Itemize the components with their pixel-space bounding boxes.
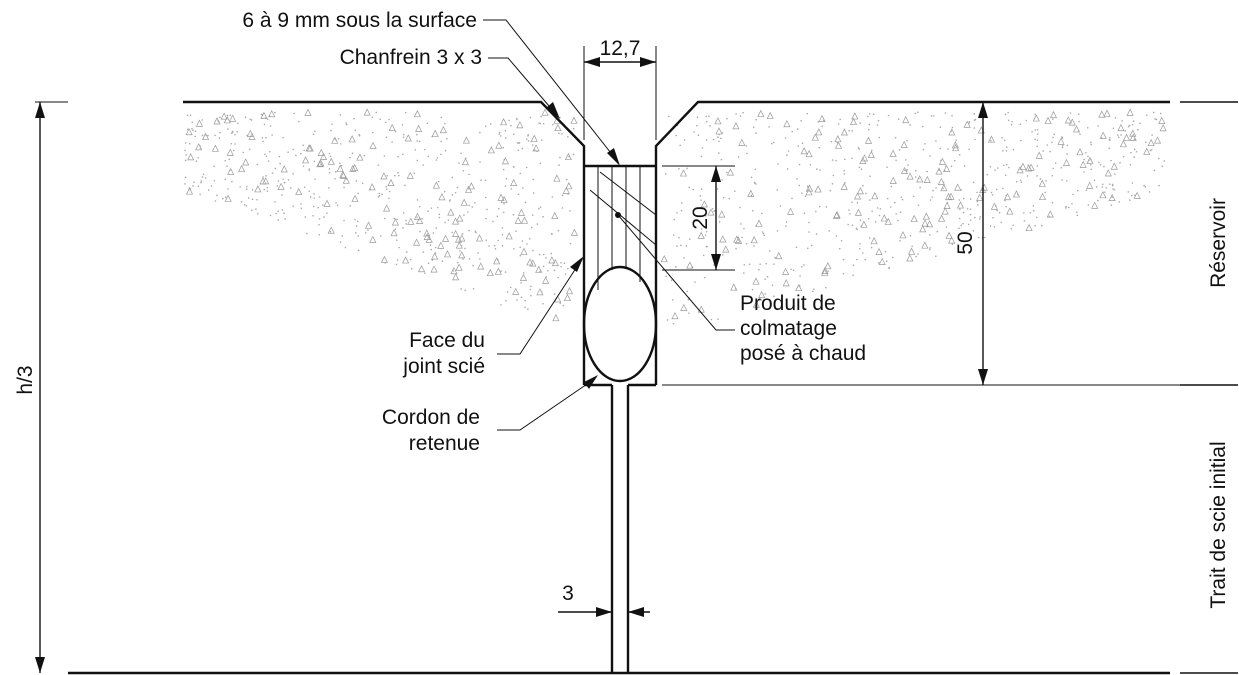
chamfer-label: Chanfrein 3 x 3	[340, 46, 482, 69]
sealant-label-line2: colmatage	[740, 317, 837, 340]
dim-cut-width-label: 3	[562, 582, 574, 605]
surface-line-left	[183, 100, 586, 166]
dim-depth-20	[662, 165, 735, 271]
leader-backer-rod	[497, 375, 598, 431]
dim-depth-20-label: 20	[689, 206, 712, 229]
leader-chamfer	[488, 57, 560, 119]
dim-width-label: 12,7	[600, 37, 641, 60]
reservoir-label: Réservoir	[1207, 198, 1230, 288]
dim-height-label: h/3	[14, 365, 37, 394]
saw-face-label-line2: joint scié	[402, 355, 485, 378]
leader-sealant	[617, 214, 735, 331]
sealant-hatch	[589, 166, 657, 290]
leader-below-surface	[483, 19, 620, 166]
backer-label-line1: Cordon de	[382, 406, 480, 429]
surface-line-right	[654, 100, 1170, 166]
concrete-texture	[184, 108, 1167, 325]
dim-depth-50	[978, 102, 988, 385]
backer-label-line2: retenue	[409, 432, 480, 455]
dim-depth-50-label: 50	[954, 231, 977, 254]
dim-cut-width-3	[558, 607, 650, 617]
sealant-label-line1: Produit de	[740, 292, 836, 315]
dim-height-h3	[35, 101, 68, 673]
below-surface-label: 6 à 9 mm sous la surface	[242, 9, 477, 32]
saw-face-label-line1: Face du	[409, 329, 485, 352]
initial-saw-cut-label: Trait de scie initial	[1207, 441, 1230, 608]
sealant-label-line3: posé à chaud	[740, 342, 866, 365]
leader-saw-face	[497, 256, 584, 355]
backer-rod	[582, 265, 658, 383]
dim-width-12-7	[583, 46, 657, 140]
